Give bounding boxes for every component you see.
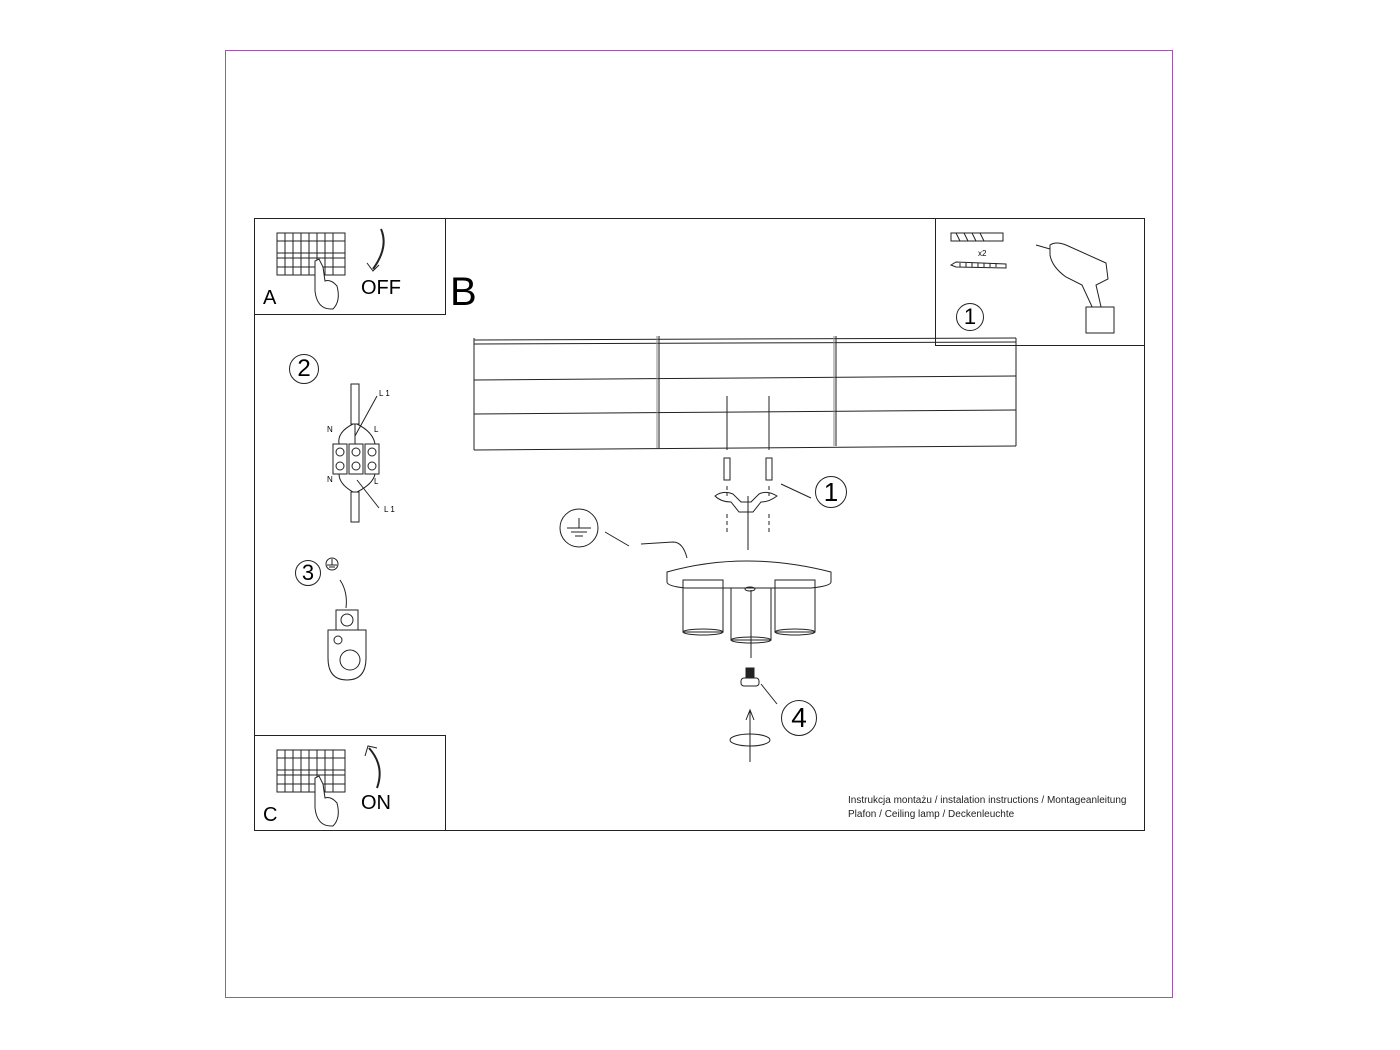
terminal-block-wiring-icon — [332, 383, 380, 523]
document-footer: Instrukcja montażu / instalation instruc… — [848, 794, 1127, 822]
wire-label-bottom-n: N — [327, 475, 333, 484]
step-letter-c: C — [263, 804, 278, 826]
wire-label-bottom-l: L — [374, 477, 379, 486]
wire-label-top-n: N — [327, 425, 333, 434]
arrow-up-icon — [364, 745, 381, 789]
wire-label-bottom-l1: L 1 — [384, 505, 395, 514]
footer-product-type: Plafon / Ceiling lamp / Deckenleuchte — [848, 809, 1015, 820]
step-letter-a: A — [263, 287, 277, 309]
callout-number-4: 4 — [781, 700, 817, 736]
breaker-panel-icon — [276, 232, 346, 310]
panel-c-power-on: C ON — [254, 735, 446, 831]
breaker-panel-icon — [276, 749, 346, 827]
step-number-2: 2 — [289, 354, 319, 384]
on-label: ON — [361, 792, 391, 814]
tools-panel: x2 1 — [935, 218, 1145, 346]
step-number-1-tools: 1 — [956, 303, 984, 331]
panel-a-power-off: A OFF — [254, 218, 446, 315]
ceiling-lamp-assembly-diagram — [559, 396, 832, 762]
wall-plug-icon — [950, 232, 1004, 242]
callout-number-1: 1 — [815, 476, 847, 508]
screw-icon — [949, 261, 1007, 269]
step-letter-b: B — [450, 270, 477, 314]
wire-label-top-l1: L 1 — [379, 389, 390, 398]
quantity-label: x2 — [978, 249, 987, 258]
drill-icon — [1035, 242, 1115, 334]
wire-label-top-l: L — [374, 425, 379, 434]
arrow-down-icon — [366, 228, 385, 272]
step-number-3: 3 — [295, 560, 321, 586]
ceiling-panels — [473, 336, 1017, 451]
ground-terminal-icon — [325, 557, 367, 681]
instruction-sheet — [254, 218, 1145, 831]
footer-instructions-title: Instrukcja montażu / instalation instruc… — [848, 795, 1127, 806]
off-label: OFF — [361, 277, 401, 299]
page-frame — [225, 50, 1173, 998]
